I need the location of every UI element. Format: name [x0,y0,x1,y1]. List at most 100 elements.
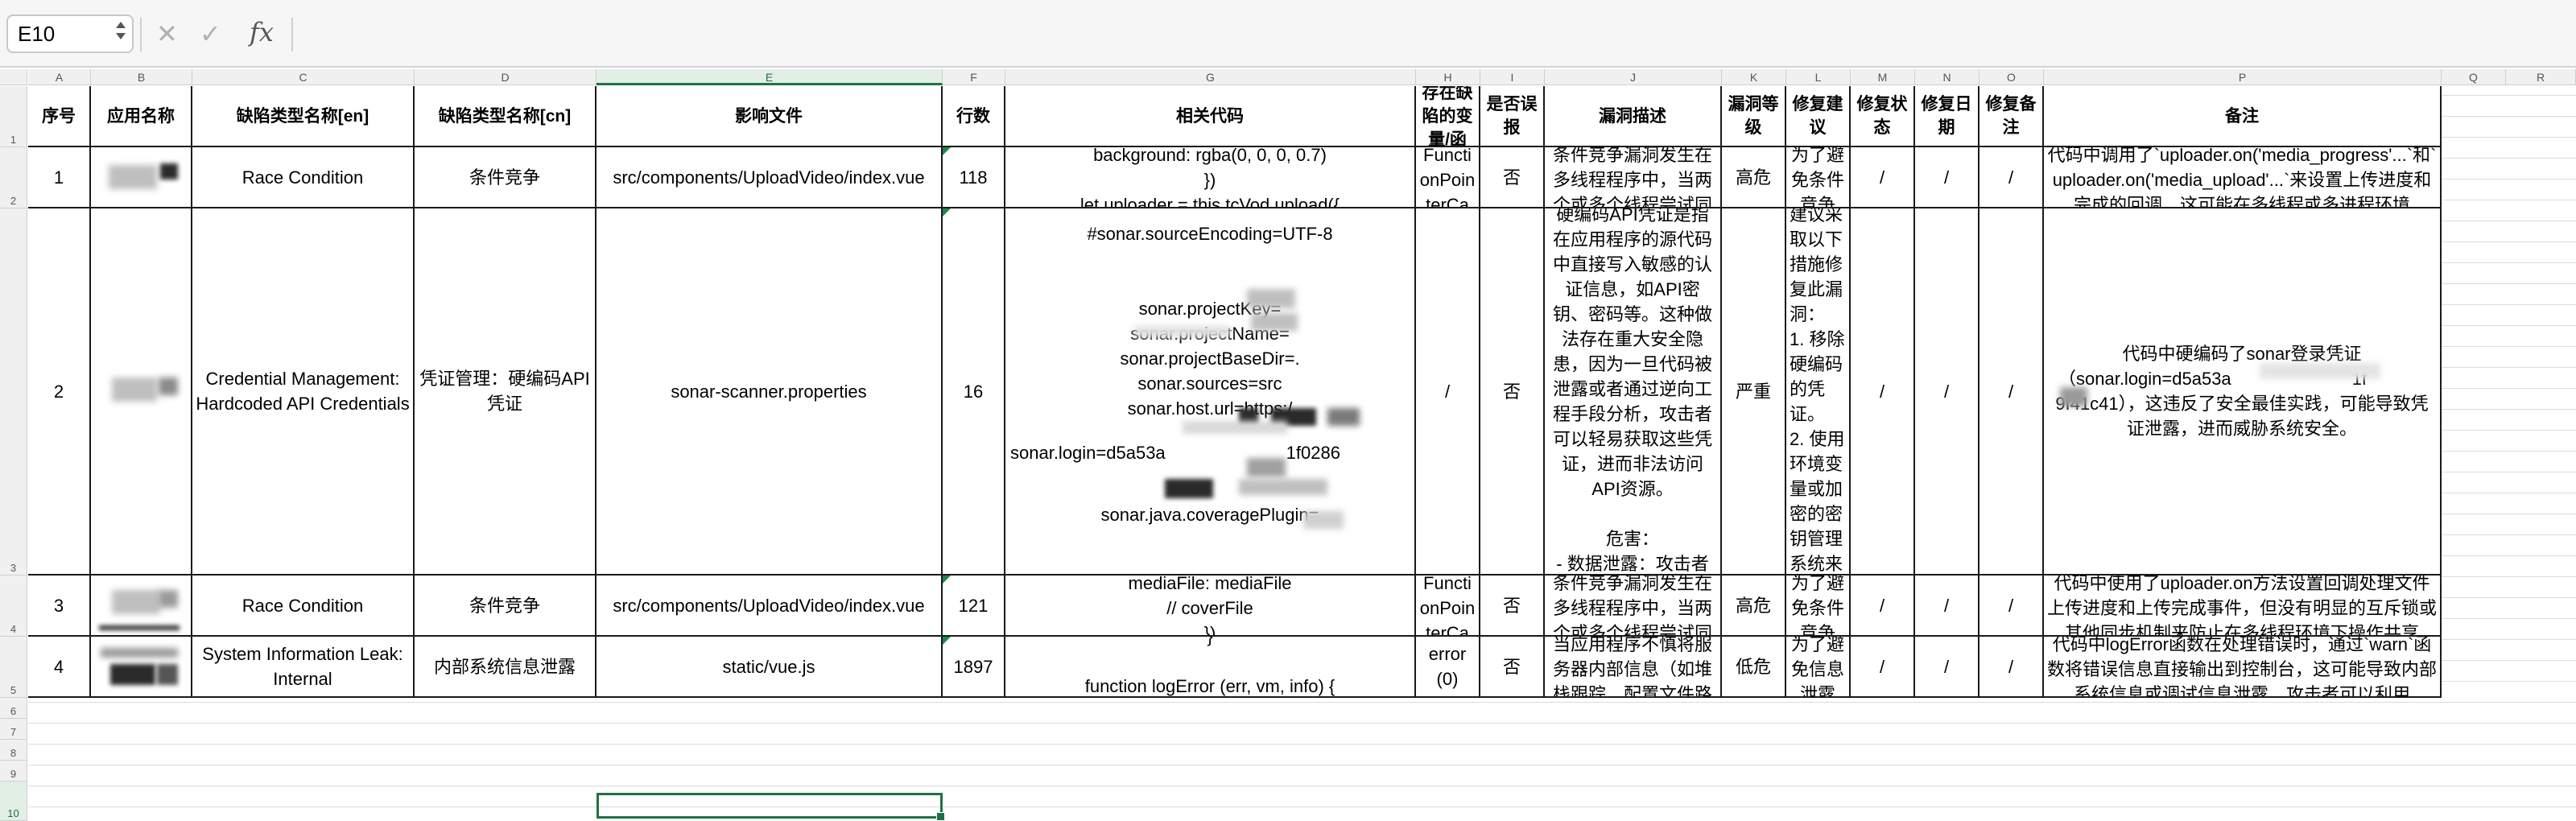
header-false-positive[interactable]: 是否误报 [1480,86,1545,147]
name-box-stepper-icon[interactable] [114,19,127,48]
header-affected-file[interactable]: 影响文件 [597,86,943,147]
cell-vuln-var[interactable]: FunctionPointerCa [1416,576,1480,637]
cell-seq[interactable]: 4 [28,637,91,698]
cell-affected-file[interactable]: sonar-scanner.properties [597,208,943,576]
cell-vuln-level[interactable]: 低危 [1722,637,1786,698]
select-all-corner[interactable] [0,69,27,85]
cell-related-code[interactable]: } function logError (err, vm, info) { [1005,637,1416,698]
cell-vuln-desc[interactable]: 条件竞争漏洞发生在多线程程序中，当两个或多个线程尝试同 [1545,576,1722,637]
cell-false-positive[interactable]: 否 [1480,637,1545,698]
column-header-l[interactable]: L [1786,69,1851,85]
row-header-6[interactable]: 6 [0,698,27,719]
cell-fix-status[interactable]: / [1851,576,1915,637]
header-line-no[interactable]: 行数 [943,86,1005,147]
cell-vuln-level[interactable]: 高危 [1722,147,1786,208]
cell-fix-suggestion[interactable]: 为了避免条件竞争 [1786,576,1851,637]
row-header-5[interactable]: 5 [0,637,27,698]
header-vuln-level[interactable]: 漏洞等级 [1722,86,1786,147]
column-header-c[interactable]: C [192,69,415,85]
cell-fix-note[interactable]: / [1979,576,2044,637]
column-header-b[interactable]: B [91,69,192,85]
column-header-g[interactable]: G [1005,69,1416,85]
cell-fix-suggestion[interactable]: 建议采取以下措施修复此漏洞： 1. 移除硬编码的凭证。 2. 使用环境变量或加密… [1786,208,1851,576]
cell-fix-date[interactable]: / [1915,208,1979,576]
selected-cell-e10[interactable] [597,793,945,821]
header-vuln-desc[interactable]: 漏洞描述 [1545,86,1722,147]
cell-vuln-var[interactable]: FunctionPointerCa [1416,147,1480,208]
cell-defect-type-cn[interactable]: 条件竞争 [415,576,597,637]
cell-defect-type-en[interactable]: Credential Management: Hardcoded API Cre… [192,208,415,576]
column-header-n[interactable]: N [1915,69,1979,85]
cell-remark[interactable]: 代码中logError函数在处理错误时，通过`warn`函数将错误信息直接输出到… [2044,637,2442,698]
header-remark[interactable]: 备注 [2044,86,2442,147]
row-header-10[interactable]: 10 [0,782,27,821]
cell-fix-date[interactable]: / [1915,147,1979,208]
header-vuln-var[interactable]: 存在缺陷的变量/函 [1416,86,1480,147]
header-defect-type-cn[interactable]: 缺陷类型名称[cn] [415,86,597,147]
cell-fix-suggestion[interactable]: 为了避免信息泄露 [1786,637,1851,698]
column-header-k[interactable]: K [1722,69,1786,85]
column-header-i[interactable]: I [1480,69,1545,85]
cell-defect-type-cn[interactable]: 内部系统信息泄露 [415,637,597,698]
name-box[interactable]: E10 [6,14,134,53]
row-header-3[interactable]: 3 [0,208,27,576]
cell-affected-file[interactable]: src/components/UploadVideo/index.vue [597,147,943,208]
row-header-1[interactable]: 1 [0,86,27,147]
cell-fix-status[interactable]: / [1851,208,1915,576]
cell-defect-type-cn[interactable]: 凭证管理：硬编码API凭证 [415,208,597,576]
cell-seq[interactable]: 1 [28,147,91,208]
column-header-e[interactable]: E [597,69,943,85]
insert-function-icon[interactable]: fx [250,17,274,47]
row-header-7[interactable]: 7 [0,719,27,740]
formula-input[interactable] [299,14,2553,53]
cell-vuln-var[interactable]: error(0) [1416,637,1480,698]
cell-remark[interactable]: 代码中使用了uploader.on方法设置回调处理文件上传进度和上传完成事件，但… [2044,576,2442,637]
cell-vuln-level[interactable]: 严重 [1722,208,1786,576]
cell-app-name[interactable] [91,147,192,208]
row-header-8[interactable]: 8 [0,740,27,761]
cell-fix-note[interactable]: / [1979,637,2044,698]
cell-app-name[interactable] [91,576,192,637]
header-fix-date[interactable]: 修复日期 [1915,86,1979,147]
cell-false-positive[interactable]: 否 [1480,147,1545,208]
column-header-f[interactable]: F [943,69,1005,85]
cell-vuln-desc[interactable]: 条件竞争漏洞发生在多线程程序中，当两个或多个线程尝试同 [1545,147,1722,208]
cell-defect-type-en[interactable]: Race Condition [192,576,415,637]
header-seq[interactable]: 序号 [28,86,91,147]
cell-affected-file[interactable]: static/vue.js [597,637,943,698]
column-header-q[interactable]: Q [2442,69,2506,85]
cell-fix-note[interactable]: / [1979,208,2044,576]
cell-related-code[interactable]: mediaFile: mediaFile // coverFile }) [1005,576,1416,637]
cell-vuln-desc[interactable]: 硬编码API凭证是指在应用程序的源代码中直接写入敏感的认证信息，如API密钥、密… [1545,208,1722,576]
header-app-name[interactable]: 应用名称 [91,86,192,147]
cell-line-no[interactable]: 121 [943,576,1005,637]
cell-line-no[interactable]: 16 [943,208,1005,576]
cell-vuln-desc[interactable]: 当应用程序不慎将服务器内部信息（如堆栈跟踪、配置文件路 [1545,637,1722,698]
cell-fix-date[interactable]: / [1915,576,1979,637]
column-header-m[interactable]: M [1851,69,1915,85]
cell-fix-note[interactable]: / [1979,147,2044,208]
column-header-j[interactable]: J [1545,69,1722,85]
column-header-p[interactable]: P [2044,69,2442,85]
row-header-9[interactable]: 9 [0,761,27,782]
cell-line-no[interactable]: 1897 [943,637,1005,698]
cell-app-name[interactable] [91,208,192,576]
cell-defect-type-en[interactable]: System Information Leak: Internal [192,637,415,698]
cell-fix-date[interactable]: / [1915,637,1979,698]
cell-defect-type-en[interactable]: Race Condition [192,147,415,208]
cell-vuln-level[interactable]: 高危 [1722,576,1786,637]
header-defect-type-en[interactable]: 缺陷类型名称[en] [192,86,415,147]
cell-seq[interactable]: 3 [28,576,91,637]
cell-vuln-var[interactable]: / [1416,208,1480,576]
header-fix-status[interactable]: 修复状态 [1851,86,1915,147]
column-header-o[interactable]: O [1979,69,2044,85]
cell-fix-suggestion[interactable]: 为了避免条件竞争 [1786,147,1851,208]
header-fix-note[interactable]: 修复备注 [1979,86,2044,147]
row-header-4[interactable]: 4 [0,576,27,637]
cell-app-name[interactable] [91,637,192,698]
cell-related-code[interactable]: #sonar.sourceEncoding=UTF-8 sonar.projec… [1005,208,1416,576]
cancel-icon[interactable]: ✕ [156,19,178,48]
column-header-d[interactable]: D [415,69,597,85]
cell-affected-file[interactable]: src/components/UploadVideo/index.vue [597,576,943,637]
